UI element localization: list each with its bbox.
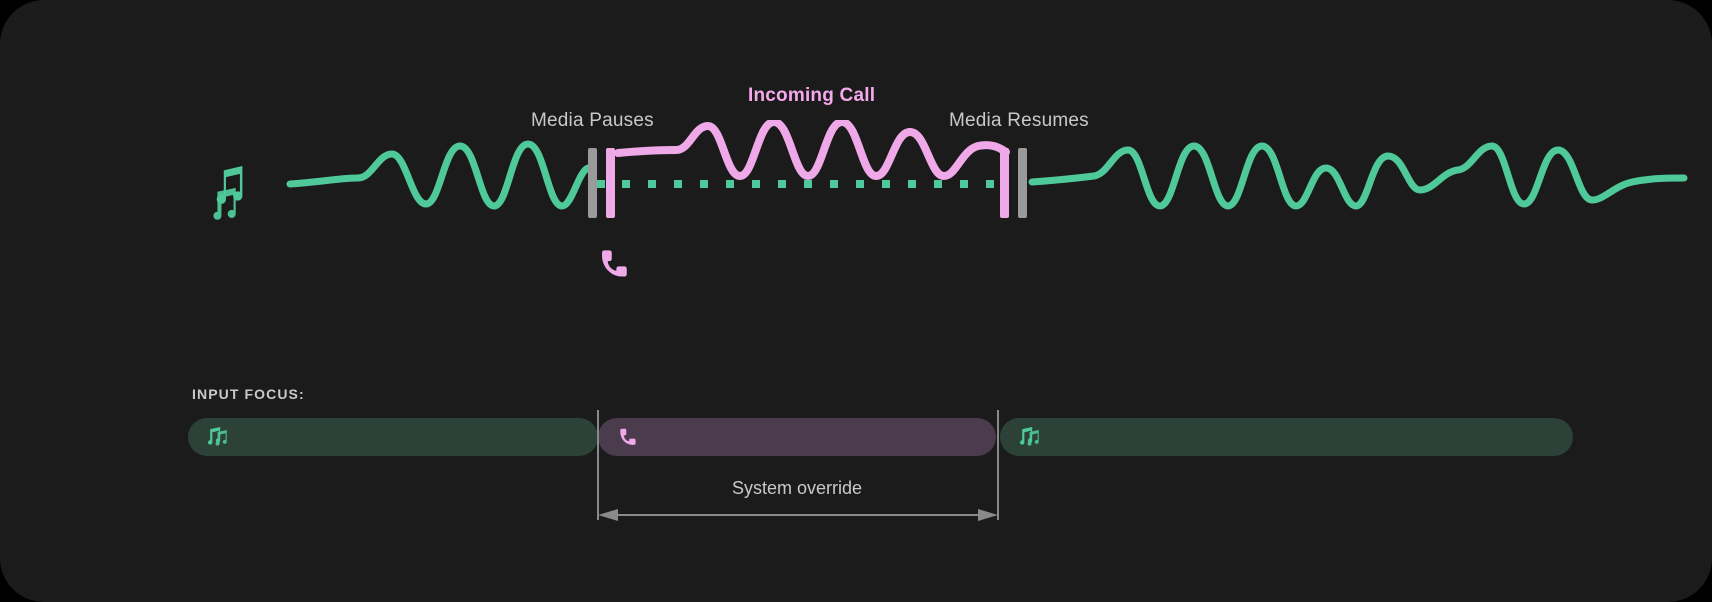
input-focus-title: INPUT FOCUS: xyxy=(192,386,305,402)
resume-marker-gray-bar xyxy=(1018,148,1027,218)
pause-marker-pink-bar xyxy=(606,148,615,218)
system-override-bracket xyxy=(597,410,999,521)
paused-media-dots xyxy=(597,180,994,188)
music-notes-icon xyxy=(206,427,228,447)
phone-icon xyxy=(616,427,636,447)
focus-bar-call[interactable] xyxy=(598,418,996,456)
waveform-media-after xyxy=(1028,142,1688,210)
music-notes-icon xyxy=(213,166,243,220)
music-notes-icon xyxy=(1018,427,1040,447)
override-arrow-head-right xyxy=(978,509,998,521)
override-arrow-head-left xyxy=(598,509,618,521)
label-incoming-call: Incoming Call xyxy=(748,85,876,106)
resume-marker-pink-bar xyxy=(1000,148,1009,218)
system-override-label: System override xyxy=(731,478,863,498)
label-media-pauses: Media Pauses xyxy=(531,110,654,131)
focus-bar-media-after[interactable] xyxy=(1000,418,1573,456)
pause-marker-gray-bar xyxy=(588,148,597,218)
phone-icon xyxy=(602,250,627,277)
waveform-media-before xyxy=(286,140,592,210)
label-media-resumes: Media Resumes xyxy=(949,110,1089,131)
audio-timeline xyxy=(213,120,1688,277)
waveform-call xyxy=(614,120,1010,180)
focus-bar-media-before[interactable] xyxy=(188,418,598,456)
